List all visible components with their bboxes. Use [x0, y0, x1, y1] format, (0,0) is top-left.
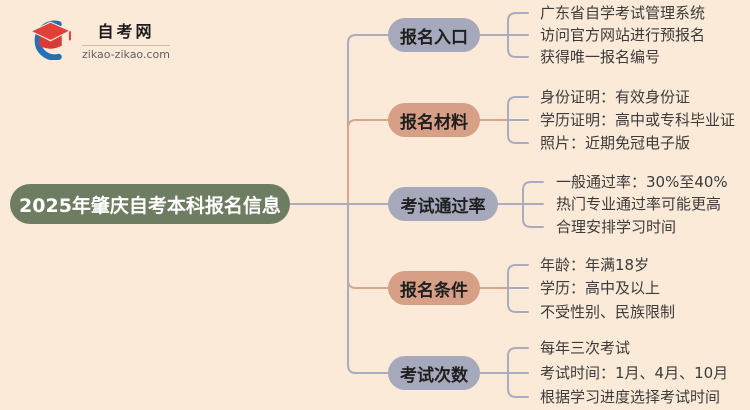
branch-line-entry — [347, 34, 391, 205]
branch-node-entry: 报名入口 — [388, 18, 480, 52]
branch-line-materials — [347, 119, 391, 205]
branch-node-passrate: 考试通过率 — [388, 187, 498, 221]
branch-node-materials: 报名材料 — [388, 103, 480, 137]
root-topic-node: 2025年肇庆自考本科报名信息 — [10, 184, 290, 224]
branch-node-conditions: 报名条件 — [388, 271, 480, 305]
leaf-item: 考试时间：1月、4月、10月 — [540, 364, 729, 382]
branch-line-frequency — [347, 203, 391, 374]
logo-site-name: 自考网 — [97, 22, 155, 41]
branch-line-conditions — [347, 203, 391, 289]
site-logo[interactable]: 自考网 zikao-zikao.com — [28, 18, 171, 61]
logo-domain-text: zikao-zikao.com — [82, 48, 170, 61]
leaf-item: 身份证明：有效身份证 — [540, 88, 691, 106]
leaf-item: 一般通过率：30%至40% — [556, 173, 728, 191]
branch-node-frequency: 考试次数 — [388, 356, 480, 390]
leaf-item: 广东省自学考试管理系统 — [540, 4, 706, 22]
leaf-item: 访问官方网站进行预报名 — [540, 26, 706, 44]
leaf-item: 年龄：年满18岁 — [540, 256, 650, 274]
leaf-item: 每年三次考试 — [540, 339, 631, 357]
graduation-cap-icon — [29, 20, 72, 60]
leaf-item: 不受性别、民族限制 — [540, 303, 676, 321]
leaf-item: 获得唯一报名编号 — [540, 48, 661, 66]
leaf-item: 根据学习进度选择考试时间 — [540, 388, 721, 406]
leaf-item: 学历：高中及以上 — [540, 279, 661, 297]
leaf-item: 学历证明：高中或专科毕业证 — [540, 111, 736, 129]
leaf-item: 热门专业通过率可能更高 — [556, 195, 722, 213]
logo-divider — [82, 45, 170, 46]
leaf-item: 合理安排学习时间 — [556, 218, 677, 236]
leaf-item: 照片：近期免冠电子版 — [540, 134, 691, 152]
logo-text-block: 自考网 zikao-zikao.com — [81, 18, 171, 61]
